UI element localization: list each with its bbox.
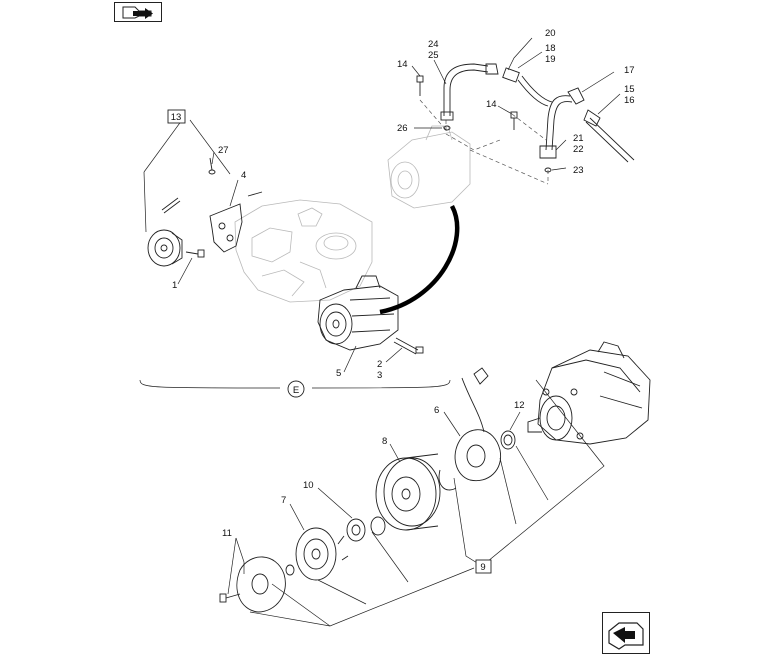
callout-14-left: 14	[397, 59, 408, 70]
callout-2: 2	[377, 359, 382, 370]
callout-8: 8	[382, 436, 387, 447]
compressor-mounted	[317, 275, 424, 355]
callout-10: 10	[303, 480, 314, 491]
next-page-icon[interactable]	[602, 612, 650, 654]
callout-4: 4	[241, 170, 246, 181]
compressor-exploded	[219, 341, 651, 613]
book-arrow-icon	[608, 622, 644, 650]
callout-15: 15	[624, 84, 635, 95]
callout-27: 27	[218, 145, 229, 156]
engine-block-outline	[234, 199, 373, 303]
callout-14-right: 14	[486, 99, 497, 110]
callout-20: 20	[545, 28, 556, 39]
callout-1: 1	[172, 280, 177, 291]
callout-13: 13	[171, 112, 182, 123]
callout-17: 17	[624, 65, 635, 76]
callout-22: 22	[573, 144, 584, 155]
callout-21: 21	[573, 133, 584, 144]
leader-lines	[177, 37, 621, 627]
previous-page-icon[interactable]	[114, 2, 162, 22]
callout-7: 7	[281, 495, 286, 506]
callout-labels: 1 2 3 4 5 6 7 8 9 10 11 12 13 14 14 15 1…	[167, 28, 635, 574]
callout-24: 24	[428, 39, 439, 50]
callout-5: 5	[336, 368, 341, 379]
callout-9-box	[475, 559, 492, 574]
mount-bracket-group	[143, 119, 263, 267]
callout-23: 23	[573, 165, 584, 176]
detail-marker	[287, 380, 305, 398]
callout-25: 25	[428, 50, 439, 61]
detail-divider	[139, 379, 451, 389]
callout-12: 12	[514, 400, 525, 411]
book-arrow-icon	[122, 6, 153, 19]
callout-16: 16	[624, 95, 635, 106]
callout-11: 11	[222, 528, 232, 539]
callout-9: 9	[480, 562, 485, 573]
callout-26: 26	[397, 123, 408, 134]
callout-3: 3	[377, 370, 382, 381]
hose-assembly	[387, 63, 635, 209]
callout-13-box	[167, 109, 186, 124]
callout-18: 18	[545, 43, 556, 54]
callout-19: 19	[545, 54, 556, 65]
callout-6: 6	[434, 405, 439, 416]
connection-arrow	[379, 204, 460, 315]
detail-label: E	[293, 385, 299, 396]
